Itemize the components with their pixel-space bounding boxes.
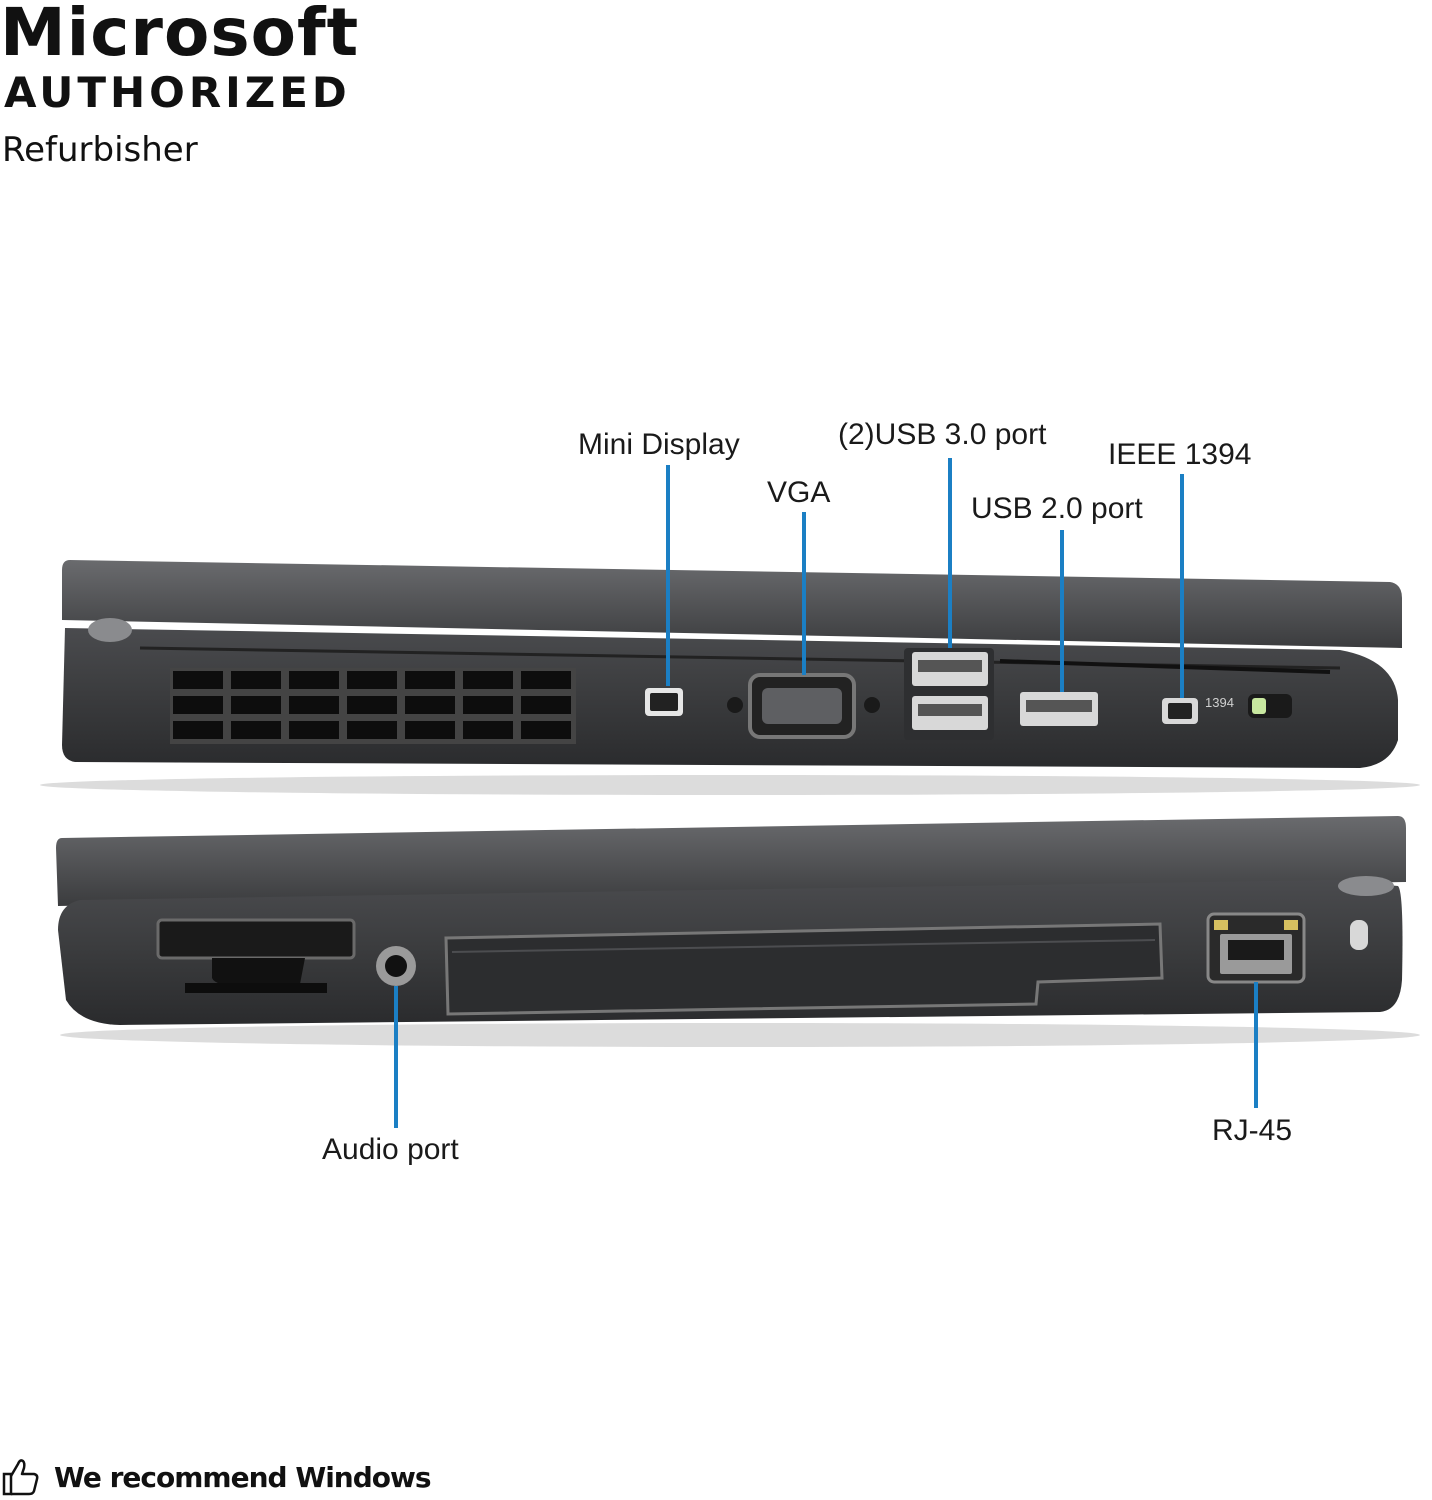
footer-text: We recommend Windows — [54, 1460, 432, 1494]
label-usb3: (2)USB 3.0 port — [838, 418, 1047, 451]
thumbs-up-icon — [2, 1459, 39, 1496]
mini-display-port — [645, 688, 683, 716]
label-usb2: USB 2.0 port — [971, 492, 1143, 525]
vga-port — [727, 673, 880, 739]
badge-refurbisher: Refurbisher — [2, 130, 198, 170]
badge-brand: Microsoft — [0, 0, 360, 71]
badge-authorized: AUTHORIZED — [4, 68, 351, 117]
laptop-left-side: 1394 — [40, 458, 1420, 795]
ieee-1394-port — [1162, 698, 1198, 724]
windows-recommendation: We recommend Windows — [0, 1455, 432, 1499]
cooling-vent — [170, 668, 576, 744]
usb-2-port — [1020, 692, 1098, 726]
optical-drive-bay — [444, 922, 1164, 1016]
ieee-1394-print: 1394 — [1205, 695, 1234, 710]
card-slot — [156, 918, 356, 993]
rj45-port — [1206, 912, 1306, 984]
laptop-right-side — [56, 816, 1420, 1128]
wireless-switch — [1248, 694, 1292, 718]
label-mini-display: Mini Display — [578, 428, 740, 461]
label-vga: VGA — [767, 476, 831, 509]
label-audio-port: Audio port — [322, 1133, 459, 1166]
security-lock-slot — [1350, 920, 1368, 950]
usb-3-ports — [904, 648, 994, 740]
label-ieee-1394: IEEE 1394 — [1108, 438, 1252, 471]
label-rj45: RJ-45 — [1212, 1114, 1293, 1147]
audio-jack — [376, 946, 416, 986]
